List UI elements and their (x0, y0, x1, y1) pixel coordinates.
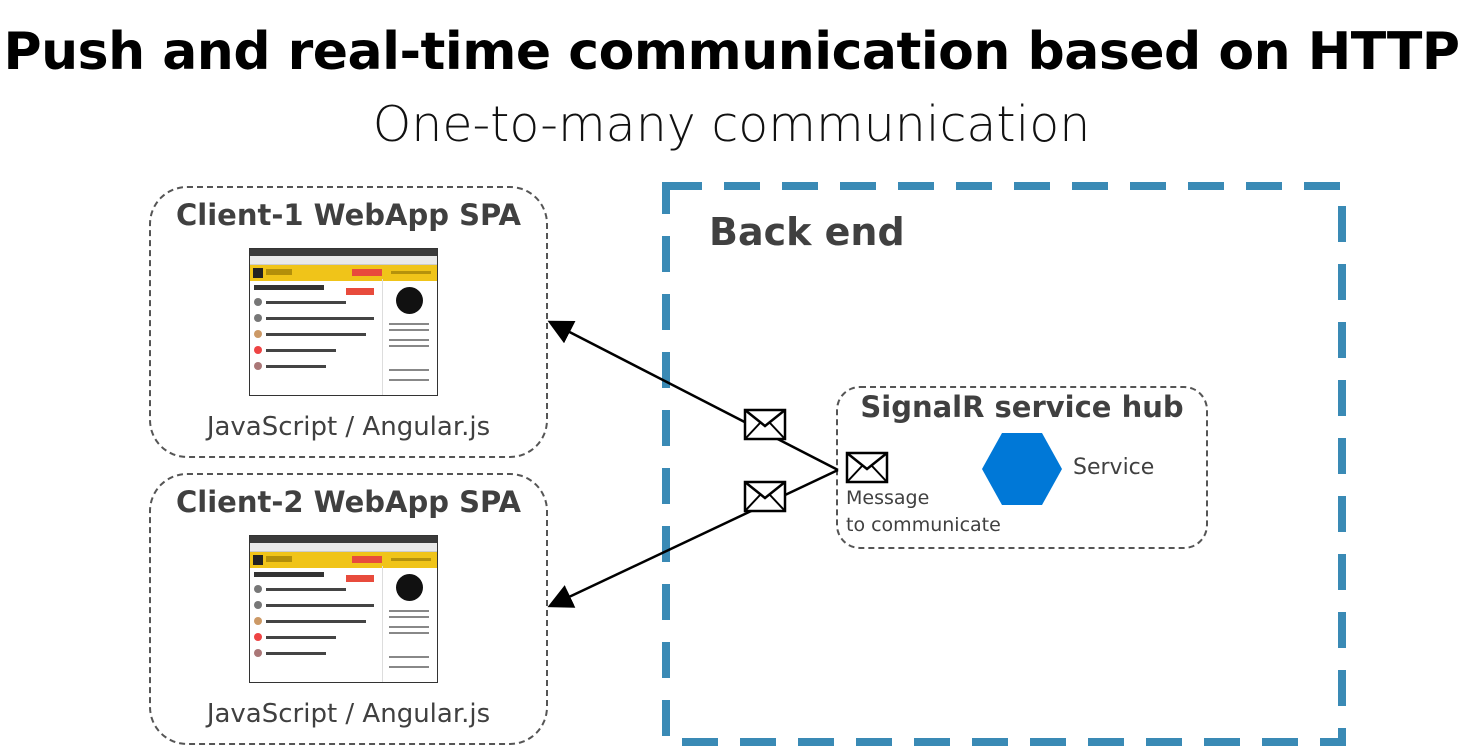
arrow-to-client-1 (547, 320, 839, 472)
diagram-subtitle: One-to-many communication (372, 96, 1091, 153)
client-1-tech: JavaScript / Angular.js (206, 412, 491, 442)
message-label-line2: to communicate (846, 514, 1001, 536)
client-2-title: Client-2 WebApp SPA (175, 485, 521, 519)
client-1-title: Client-1 WebApp SPA (175, 198, 521, 232)
service-label: Service (1073, 455, 1155, 480)
signalr-hub-box: SignalR service hub (836, 386, 1208, 549)
message-label-line1: Message (846, 487, 930, 509)
hexagon-icon (982, 433, 1062, 505)
envelope-icon (743, 480, 787, 513)
client-1-screenshot (249, 248, 438, 396)
envelope-icon (845, 451, 889, 484)
arrow-to-client-2 (547, 468, 839, 608)
envelope-icon (743, 408, 787, 441)
client-1-box: Client-1 WebApp SPA JavaScript / Angular… (149, 186, 548, 458)
client-2-box: Client-2 WebApp SPA JavaScript / Angular… (149, 473, 548, 745)
backend-label: Back end (709, 210, 905, 254)
hub-title: SignalR service hub (860, 390, 1184, 424)
diagram-title: Push and real-time communication based o… (3, 22, 1460, 82)
client-2-screenshot (249, 535, 438, 683)
message-label: Message to communicate (846, 485, 1001, 539)
client-2-tech: JavaScript / Angular.js (206, 699, 491, 729)
